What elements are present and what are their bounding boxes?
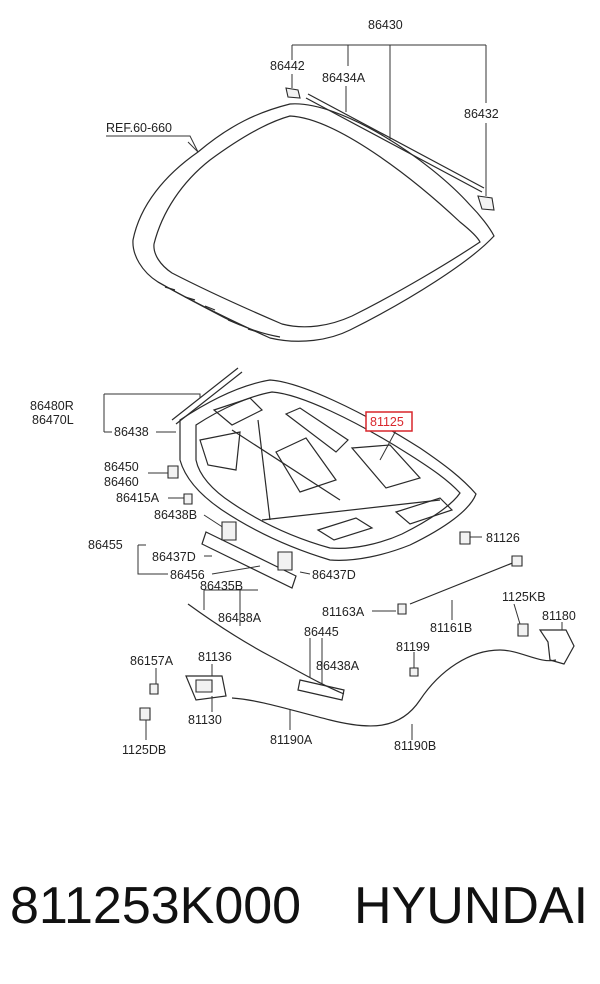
label-86438B: 86438B (154, 508, 197, 522)
brand-caption: HYUNDAI (354, 877, 589, 935)
label-86437D-left: 86437D (152, 550, 196, 564)
label-86430: 86430 (368, 18, 403, 32)
top-leader-lines (106, 44, 487, 196)
label-86438A-lower: 86438A (316, 659, 360, 673)
hood-bracket-86432 (477, 195, 495, 211)
label-86450: 86450 (104, 460, 139, 474)
label-81199: 81199 (396, 640, 430, 654)
hood-latch-81130 (139, 664, 227, 740)
label-81136: 81136 (198, 650, 232, 664)
hood-panel (132, 103, 495, 342)
hood-stopper-86442 (285, 87, 301, 99)
label-ref: REF.60-660 (106, 121, 172, 135)
label-86438: 86438 (114, 425, 149, 439)
label-86157A: 86157A (130, 654, 174, 668)
label-1125DB: 1125DB (122, 743, 166, 757)
clip-81126 (459, 531, 471, 545)
label-81190B: 81190B (394, 739, 436, 753)
label-1125KB: 1125KB (502, 590, 546, 604)
gas-lift-81161B (372, 555, 523, 620)
label-86435B: 86435B (200, 579, 243, 593)
clip-86415A (183, 493, 193, 505)
label-86480R: 86480R (30, 399, 74, 413)
hood-weatherstrip (305, 93, 485, 193)
label-86437D-right: 86437D (312, 568, 356, 582)
label-86460: 86460 (104, 475, 139, 489)
front-cross-member (201, 521, 297, 589)
left-leader-lines (103, 393, 482, 575)
seal-86445 (297, 679, 345, 701)
part-number-caption: 811253K000 (10, 877, 302, 935)
label-86434A: 86434A (322, 71, 366, 85)
weatherstrip-86438A (187, 589, 345, 695)
label-81161B: 81161B (430, 621, 472, 635)
label-86432: 86432 (464, 107, 499, 121)
label-86415A: 86415A (116, 491, 160, 505)
label-81190A: 81190A (270, 733, 313, 747)
side-seal-strip (171, 367, 243, 425)
hood-inner-panel (179, 379, 477, 561)
hinge-81180 (513, 603, 575, 665)
label-81126: 81126 (486, 531, 520, 545)
highlight-81125: 81125 (365, 411, 413, 432)
label-81125: 81125 (370, 415, 404, 429)
label-86470L: 86470L (32, 413, 74, 427)
label-81130: 81130 (188, 713, 222, 727)
label-86455: 86455 (88, 538, 123, 552)
label-86438A-upper: 86438A (218, 611, 262, 625)
label-86445: 86445 (304, 625, 339, 639)
label-81163A: 81163A (322, 605, 365, 619)
release-cable (231, 649, 557, 740)
label-86456: 86456 (170, 568, 205, 582)
label-86442: 86442 (270, 59, 305, 73)
part-labels: 86430 86442 86434A 86432 REF.60-660 8648… (30, 18, 576, 757)
clip-86450 (167, 465, 179, 479)
label-81180: 81180 (542, 609, 576, 623)
